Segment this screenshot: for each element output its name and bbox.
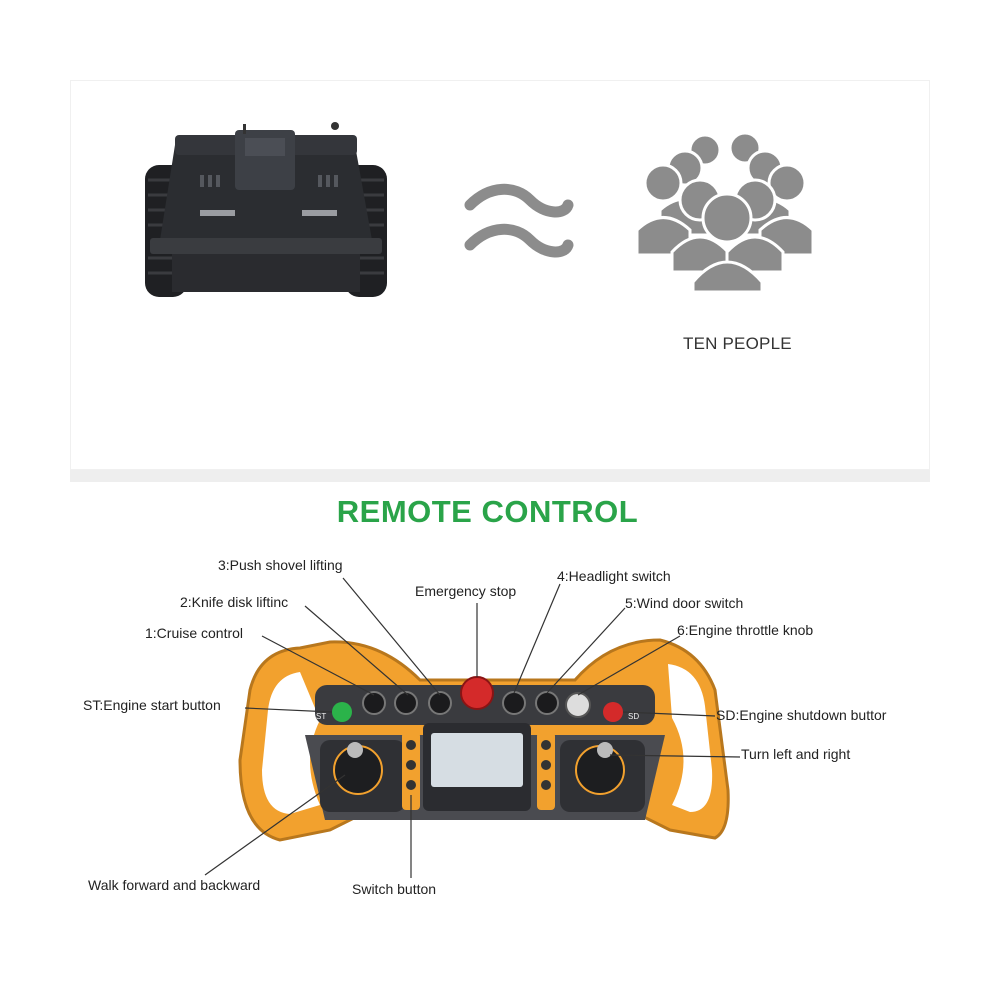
remote-controller-image xyxy=(238,638,730,842)
label-switch-button: Switch button xyxy=(352,881,437,897)
label-wind-door-switch: 5:Wind door switch xyxy=(625,595,744,611)
label-headlight-switch: 4:Headlight switch xyxy=(557,568,671,584)
label-engine-throttle: 6:Engine throttle knob xyxy=(677,622,814,638)
label-emergency-stop: Emergency stop xyxy=(415,583,517,599)
leader-lines xyxy=(204,577,741,878)
label-push-shovel: 3:Push shovel lifting xyxy=(218,557,343,573)
ten-people-caption: TEN PEOPLE xyxy=(683,334,792,353)
sd-mark: SD xyxy=(628,712,640,721)
label-engine-start: ST:Engine start button xyxy=(83,697,221,713)
approximately-equal-icon xyxy=(464,183,574,258)
section-divider xyxy=(70,470,930,482)
label-turn-left-right: Turn left and right xyxy=(741,746,851,762)
tracked-robot-image xyxy=(145,122,387,297)
label-walk-forward-backward: Walk forward and backward xyxy=(88,877,261,893)
label-cruise-control: 1:Cruise control xyxy=(145,625,244,641)
label-knife-disk: 2:Knife disk liftinc xyxy=(180,594,289,610)
label-engine-shutdown: SD:Engine shutdown buttor xyxy=(716,707,887,723)
remote-control-title: REMOTE CONTROL xyxy=(336,494,639,529)
people-group-icon xyxy=(635,131,815,294)
st-mark: ST xyxy=(316,712,327,721)
